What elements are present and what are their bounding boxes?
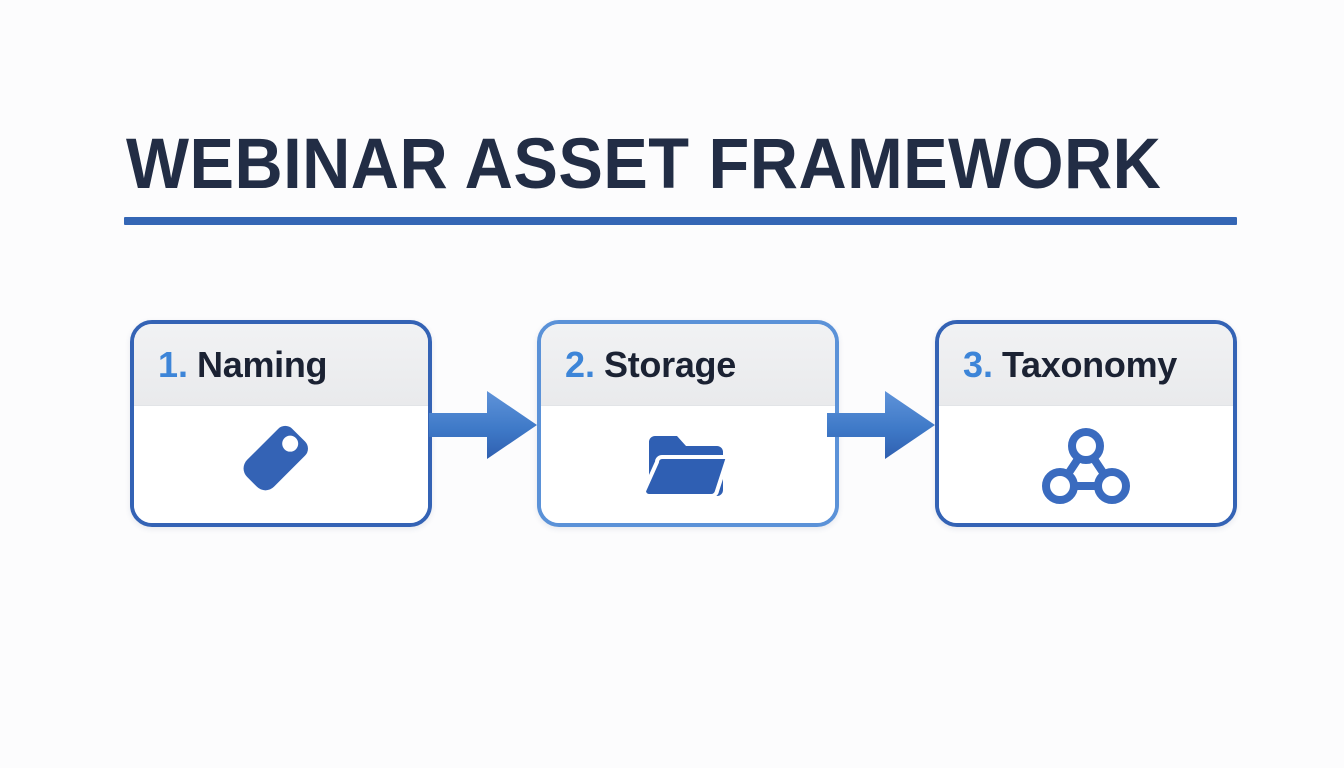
network-nodes-icon <box>1040 427 1132 507</box>
flow-step-label: Naming <box>197 343 328 385</box>
arrow-step2-to-step3 <box>827 383 937 467</box>
flow-step-header: 3. Taxonomy <box>939 324 1233 406</box>
flow-step-card-naming[interactable]: 1. Naming <box>130 320 432 527</box>
flow-step-label: Storage <box>604 343 736 385</box>
flow-step-card-storage[interactable]: 2. Storage <box>537 320 839 527</box>
flow-step-number: 3. <box>963 343 994 385</box>
flow-step-number: 1. <box>158 343 189 385</box>
flow-step-header: 2. Storage <box>541 324 835 406</box>
flow-step-body <box>134 406 428 523</box>
tag-icon <box>238 424 324 510</box>
flow-step-number: 2. <box>565 343 596 385</box>
flow-step-header: 1. Naming <box>134 324 428 406</box>
title-underline-rule <box>124 217 1237 225</box>
flow-step-label: Taxonomy <box>1002 343 1177 385</box>
flow-step-card-taxonomy[interactable]: 3. Taxonomy <box>935 320 1237 527</box>
folder-open-icon <box>643 428 733 506</box>
arrow-step1-to-step2 <box>429 383 539 467</box>
flow-step-body <box>541 406 835 523</box>
page-title: WEBINAR ASSET FRAMEWORK <box>126 125 1162 204</box>
flow-step-body <box>939 406 1233 523</box>
process-flow: 1. Naming <box>0 320 1344 530</box>
